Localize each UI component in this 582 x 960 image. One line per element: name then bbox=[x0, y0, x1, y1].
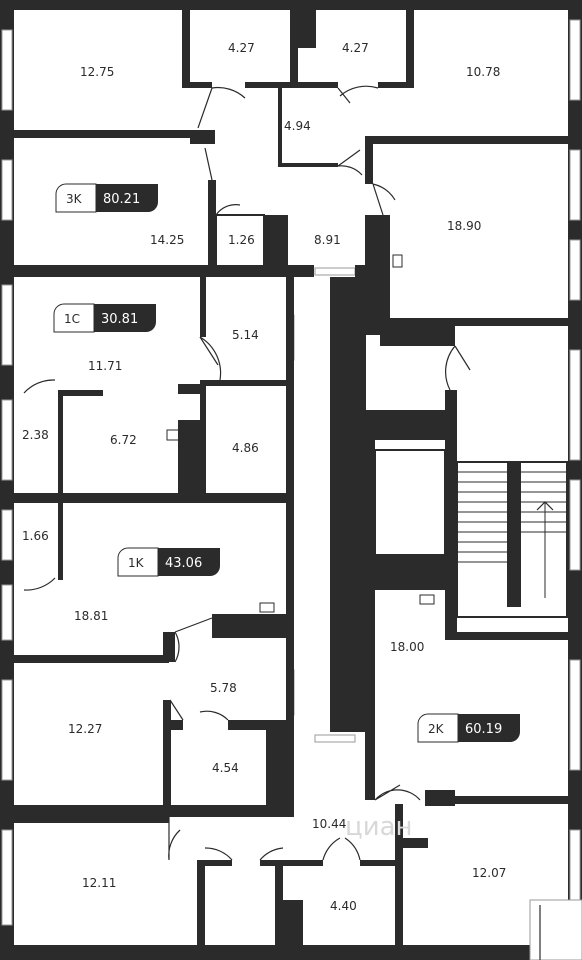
room-area-r19: 12.27 bbox=[68, 722, 102, 736]
room-area-r7: 1.26 bbox=[228, 233, 255, 247]
balcony bbox=[529, 899, 582, 960]
room-area-r20: 4.54 bbox=[212, 761, 239, 775]
windows bbox=[1, 19, 581, 926]
room-area-r18: 5.78 bbox=[210, 681, 237, 695]
apartment-type: 3K bbox=[66, 192, 83, 206]
stairwell bbox=[374, 449, 568, 618]
room-area-r3: 4.27 bbox=[342, 41, 369, 55]
apartment-total-area: 80.21 bbox=[103, 192, 140, 207]
room-area-r8: 8.91 bbox=[314, 233, 341, 247]
apartment-total-area: 60.19 bbox=[465, 722, 502, 737]
apartment-tag: 2K 60.19 bbox=[417, 713, 520, 743]
apartment-tag: 1K 43.06 bbox=[117, 547, 220, 577]
apartment-tag: 1C 30.81 bbox=[53, 303, 156, 333]
room-area-r6: 14.25 bbox=[150, 233, 184, 247]
room-area-r1: 12.75 bbox=[80, 65, 114, 79]
apartment-type: 1K bbox=[128, 556, 145, 570]
room-area-r17: 18.00 bbox=[390, 640, 424, 654]
apartment-tag: 3K 80.21 bbox=[55, 183, 158, 213]
room-area-r11: 11.71 bbox=[88, 359, 122, 373]
meter-icons bbox=[166, 254, 435, 613]
room-area-r15: 1.66 bbox=[22, 529, 49, 543]
room-area-r14: 4.86 bbox=[232, 441, 259, 455]
room-area-r21: 10.44 bbox=[312, 817, 346, 831]
room-area-labels: 12.75 4.27 4.27 10.78 4.94 14.25 1.26 8.91 18.90… bbox=[22, 41, 506, 913]
apartment-type: 2K bbox=[428, 722, 445, 736]
room-area-r23: 4.40 bbox=[330, 899, 357, 913]
doors bbox=[23, 85, 471, 861]
room-area-r24: 12.07 bbox=[472, 866, 506, 880]
apartment-total-area: 30.81 bbox=[101, 312, 138, 327]
room-area-r16: 18.81 bbox=[74, 609, 108, 623]
room-area-r9: 18.90 bbox=[447, 219, 481, 233]
apartment-type: 1C bbox=[64, 312, 80, 326]
room-area-r10: 5.14 bbox=[232, 328, 259, 342]
room-area-r12: 2.38 bbox=[22, 428, 49, 442]
apartment-tags: 3K 80.21 1C 30.81 1K 43.06 2K 60.19 bbox=[53, 183, 520, 743]
room-area-r4: 10.78 bbox=[466, 65, 500, 79]
room-area-r2: 4.27 bbox=[228, 41, 255, 55]
room-area-r13: 6.72 bbox=[110, 433, 137, 447]
apartment-total-area: 43.06 bbox=[165, 556, 202, 571]
room-area-r22: 12.11 bbox=[82, 876, 116, 890]
interior-walls bbox=[14, 0, 582, 945]
room-area-r5: 4.94 bbox=[284, 119, 311, 133]
watermark-text: циан bbox=[345, 812, 413, 842]
